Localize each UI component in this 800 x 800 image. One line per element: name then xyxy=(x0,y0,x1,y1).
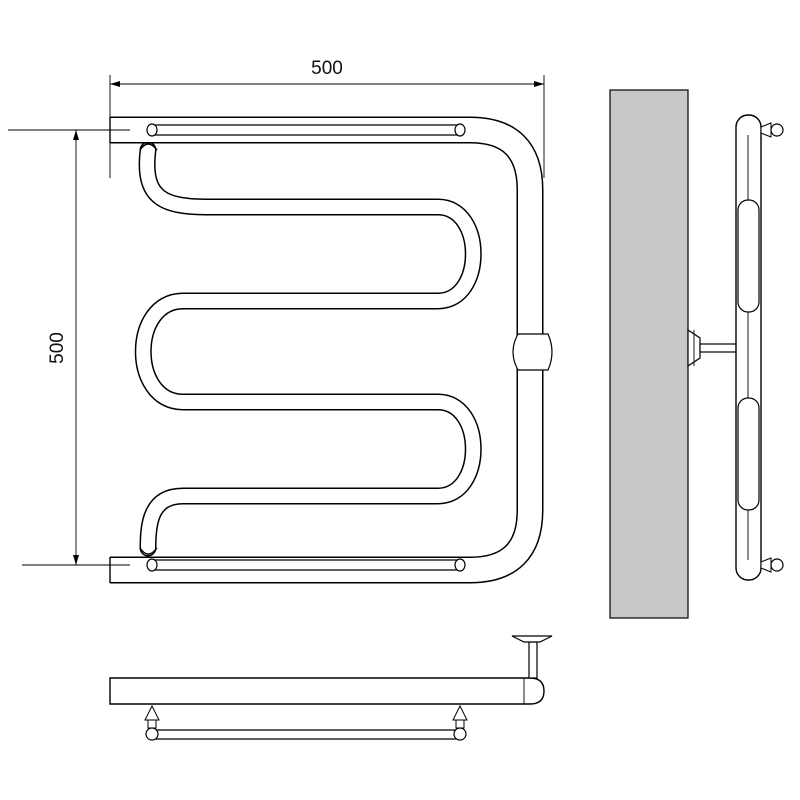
width-dimension-label: 500 xyxy=(311,58,343,79)
top-bar-holder xyxy=(146,123,466,137)
side-stem xyxy=(699,343,739,353)
dimension-width: 500 xyxy=(109,58,545,178)
front-view xyxy=(109,116,553,584)
top-wall-mount xyxy=(511,635,553,679)
serpentine-tube xyxy=(134,141,482,557)
side-view xyxy=(687,114,784,581)
outer-frame-tube xyxy=(109,116,544,584)
top-view xyxy=(109,635,553,741)
top-main-bar xyxy=(109,677,545,705)
bottom-bar-holder xyxy=(146,558,466,572)
wall-section xyxy=(609,89,689,619)
dimension-height: 500 xyxy=(8,129,130,566)
height-dimension-label: 500 xyxy=(47,332,68,364)
side-bottom-knob xyxy=(760,557,784,573)
front-wall-mount xyxy=(512,333,553,371)
top-lower-bar xyxy=(144,704,468,741)
serpentine-end-caps xyxy=(139,143,158,555)
side-top-knob xyxy=(760,122,784,138)
